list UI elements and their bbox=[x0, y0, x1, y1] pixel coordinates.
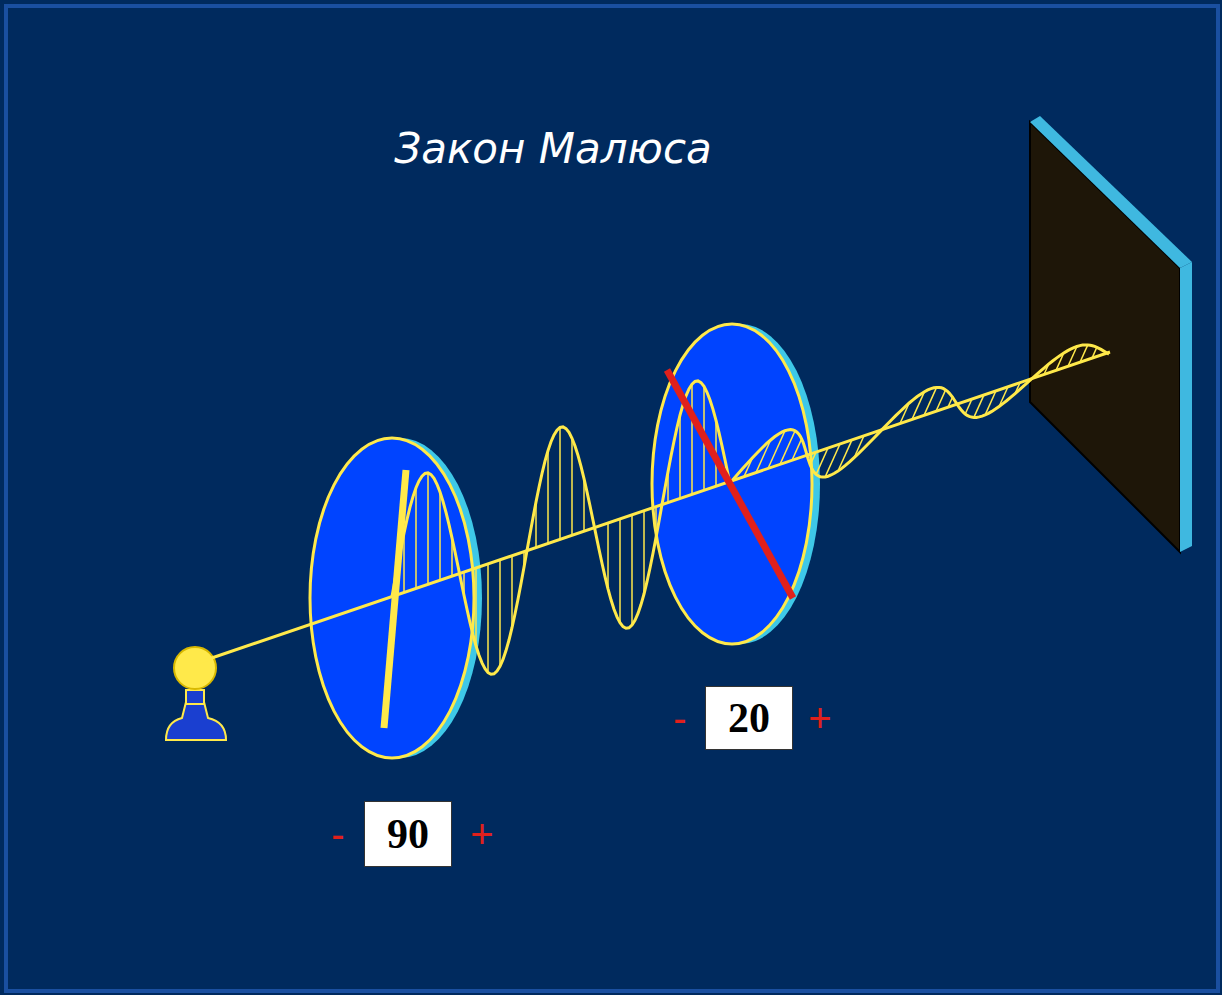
light-wave bbox=[200, 345, 1110, 674]
field-vector bbox=[1092, 347, 1097, 358]
angle-value: 90 bbox=[387, 810, 429, 858]
field-vector bbox=[583, 479, 585, 532]
field-vector bbox=[691, 384, 693, 494]
field-vector bbox=[439, 492, 441, 580]
field-vector bbox=[816, 448, 828, 474]
field-vector bbox=[999, 387, 1008, 407]
angle-box: 20 bbox=[705, 686, 793, 750]
field-vector bbox=[1044, 364, 1049, 374]
field-vector bbox=[475, 568, 477, 646]
field-vector bbox=[403, 533, 405, 592]
field-vector bbox=[974, 395, 984, 418]
angle-value: 20 bbox=[728, 694, 770, 742]
polarizer bbox=[310, 438, 482, 758]
field-vector bbox=[679, 415, 681, 498]
field-vector bbox=[523, 552, 525, 568]
field-vector bbox=[547, 451, 549, 544]
field-vector bbox=[792, 439, 802, 460]
decrease-sign: - bbox=[673, 696, 686, 741]
increase-sign: + bbox=[470, 812, 493, 857]
field-vector bbox=[667, 472, 669, 503]
field-vector bbox=[427, 473, 429, 584]
field-vector bbox=[535, 502, 537, 548]
angle-box: 90 bbox=[364, 801, 452, 867]
field-vector bbox=[571, 438, 573, 535]
field-vector bbox=[900, 403, 909, 423]
screen-edge bbox=[1030, 116, 1192, 268]
field-vector bbox=[559, 427, 561, 539]
field-vector bbox=[965, 399, 972, 414]
field-vector bbox=[854, 436, 864, 458]
screen-edge bbox=[1180, 262, 1192, 552]
field-vector bbox=[744, 458, 753, 477]
beam bbox=[200, 352, 1110, 662]
field-vector bbox=[451, 538, 453, 576]
decrease-sign: - bbox=[331, 812, 344, 857]
field-vector bbox=[655, 507, 657, 538]
field-vector bbox=[810, 452, 816, 465]
frame bbox=[6, 6, 1218, 991]
analyzer bbox=[652, 324, 820, 644]
field-vector bbox=[1015, 383, 1020, 394]
title: Закон Малюса bbox=[394, 124, 712, 173]
field-vector bbox=[985, 391, 996, 415]
field-vector bbox=[924, 387, 937, 415]
field-vector bbox=[912, 392, 924, 420]
analyzer-axis bbox=[667, 370, 793, 598]
wave-curve bbox=[392, 381, 731, 674]
increase-sign: + bbox=[808, 696, 831, 741]
field-vector bbox=[768, 431, 785, 469]
field-vector bbox=[499, 560, 501, 667]
field-vector bbox=[487, 564, 489, 673]
wave-curve bbox=[732, 345, 1109, 481]
field-vector bbox=[415, 488, 417, 589]
light-bulb bbox=[166, 647, 226, 740]
field-vector bbox=[631, 515, 633, 625]
field-vector bbox=[936, 390, 946, 411]
field-vector bbox=[825, 444, 840, 477]
field-vector bbox=[619, 519, 621, 623]
field-vector bbox=[1080, 345, 1088, 362]
field-vector bbox=[1068, 346, 1077, 366]
field-vector bbox=[463, 572, 465, 595]
field-vector bbox=[607, 523, 609, 589]
field-vector bbox=[511, 556, 513, 628]
field-vector bbox=[1056, 353, 1064, 370]
field-vector bbox=[948, 397, 952, 407]
field-vector bbox=[838, 440, 852, 471]
field-vector bbox=[643, 511, 645, 594]
